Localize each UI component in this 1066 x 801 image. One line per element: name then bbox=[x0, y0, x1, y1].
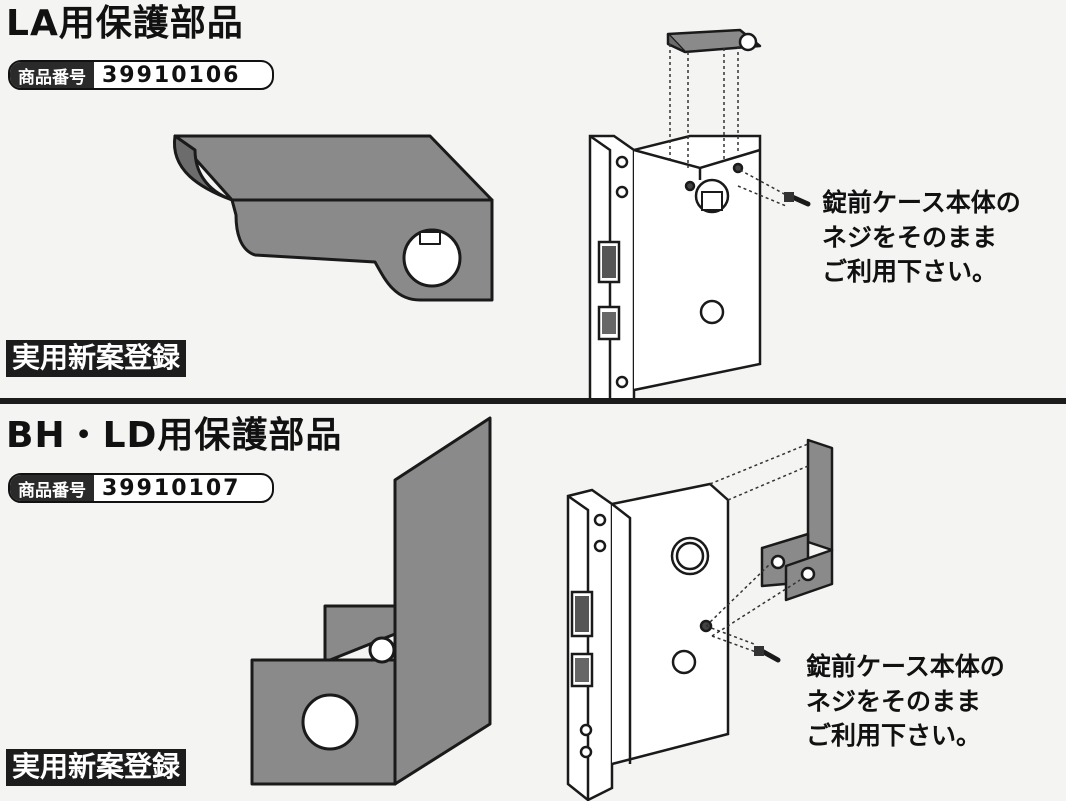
instruction-line: ご利用下さい。 bbox=[806, 721, 982, 750]
bh-ld-guide-lines bbox=[705, 443, 809, 653]
screw-instruction: 錠前ケース本体の ネジをそのまま ご利用下さい。 bbox=[822, 186, 1021, 290]
screw-instruction: 錠前ケース本体の ネジをそのまま ご利用下さい。 bbox=[806, 650, 1005, 754]
la-lock-illustration bbox=[588, 134, 811, 398]
section-divider bbox=[0, 398, 1066, 404]
instruction-line: 錠前ケース本体の bbox=[822, 188, 1021, 217]
instruction-line: ネジをそのまま bbox=[806, 686, 982, 716]
section-title: BH・LD用保護部品 bbox=[6, 415, 343, 456]
product-number-value: 39910107 bbox=[102, 475, 241, 501]
product-number-label: 商品番号 bbox=[10, 475, 94, 501]
la-small-part-illustration bbox=[666, 28, 762, 54]
section-title: LA用保護部品 bbox=[6, 3, 244, 44]
la-part-illustration bbox=[172, 134, 494, 302]
section-bh-ld-protection-part: BH・LD用保護部品 商品番号 39910107 bbox=[0, 404, 1066, 801]
bh-ld-part-illustration bbox=[250, 416, 492, 786]
instruction-line: 錠前ケース本体の bbox=[806, 652, 1005, 681]
product-number-label: 商品番号 bbox=[10, 62, 94, 88]
bh-ld-lock-illustration bbox=[566, 482, 781, 801]
utility-model-badge: 実用新案登録 bbox=[6, 340, 187, 377]
instruction-line: ご利用下さい。 bbox=[822, 257, 998, 286]
instruction-line: ネジをそのまま bbox=[822, 222, 998, 252]
product-number-value: 39910106 bbox=[102, 62, 241, 88]
utility-model-badge: 実用新案登録 bbox=[6, 749, 187, 786]
la-illustrations bbox=[172, 28, 811, 398]
bh-ld-small-part-illustration bbox=[760, 438, 834, 602]
product-number-tag: 商品番号 39910107 bbox=[8, 473, 274, 503]
section-la-protection-part: LA用保護部品 商品番号 39910106 bbox=[0, 0, 1066, 398]
product-number-tag: 商品番号 39910106 bbox=[8, 60, 274, 90]
la-guide-lines bbox=[669, 44, 789, 207]
bh-ld-illustrations bbox=[250, 416, 834, 801]
